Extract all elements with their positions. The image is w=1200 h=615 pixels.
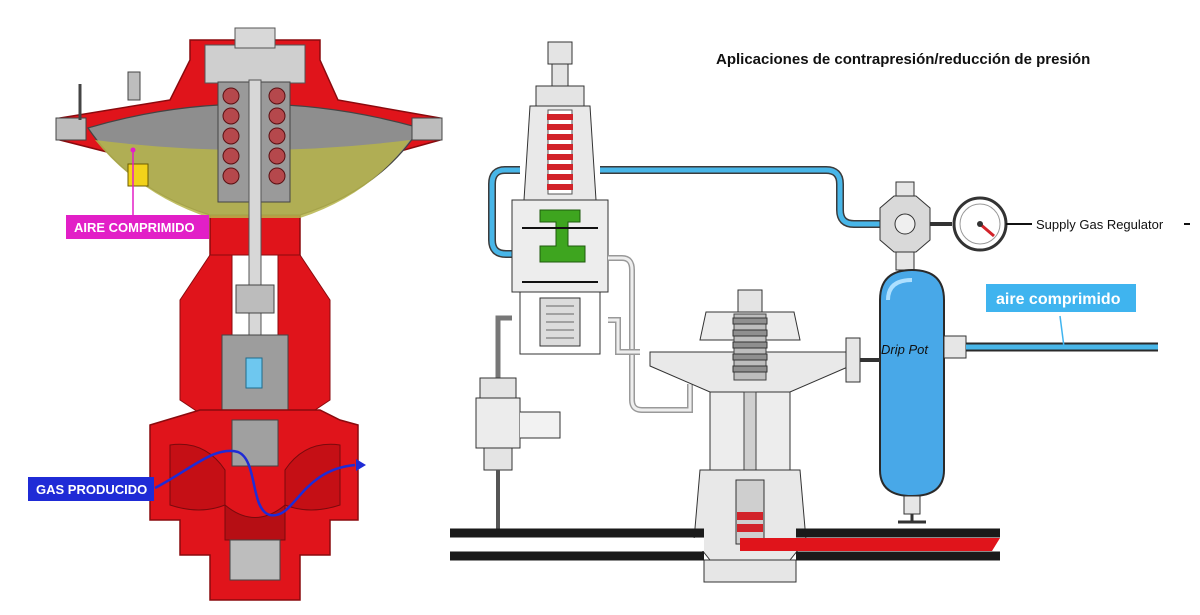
pilot-valve	[511, 41, 609, 355]
supply-gas-regulator	[879, 181, 952, 271]
callout-aire-comprimido: AIRE COMPRIMIDO	[66, 147, 209, 239]
flange-bolt-left	[55, 117, 87, 141]
process-pipe	[450, 528, 1000, 561]
isolation-valve	[475, 377, 561, 530]
callout-gas-producido: GAS PRODUCIDO	[28, 477, 154, 501]
drip-pot-label: Drip Pot	[881, 342, 929, 357]
cutaway-control-valve	[55, 27, 443, 601]
valve-plug	[231, 419, 279, 467]
actuator-spring	[217, 81, 291, 203]
gas-flow-arrow	[154, 449, 356, 517]
supply-gas-regulator-label: Supply Gas Regulator	[1036, 217, 1164, 232]
packing-rings	[245, 357, 263, 389]
stem-connector	[235, 284, 275, 314]
flange-bolt-right	[411, 117, 443, 141]
pressure-gauge	[952, 196, 1008, 252]
pilot-spring	[547, 114, 573, 190]
vent-fitting	[127, 71, 141, 101]
pilot-sense-line	[495, 315, 512, 380]
main-regulator-valve	[649, 289, 851, 583]
aire-comprimido-line-label: aire comprimido	[996, 291, 1121, 308]
aire-comprimido-badge: aire comprimido	[986, 284, 1136, 312]
diagram-title: Aplicaciones de contrapresión/reducción …	[716, 51, 1090, 68]
aire-comprimido-callout-label: AIRE COMPRIMIDO	[74, 220, 195, 235]
drip-pot	[879, 268, 945, 524]
actuator-bonnet	[204, 44, 306, 84]
gas-producido-callout-label: GAS PRODUCIDO	[36, 482, 147, 497]
compressed-air-supply	[943, 315, 1158, 359]
bonnet-cap	[234, 27, 276, 49]
main-spring	[732, 317, 768, 373]
travel-stop	[127, 163, 149, 187]
bottom-flange	[229, 539, 281, 581]
pilot-trim	[539, 209, 586, 263]
